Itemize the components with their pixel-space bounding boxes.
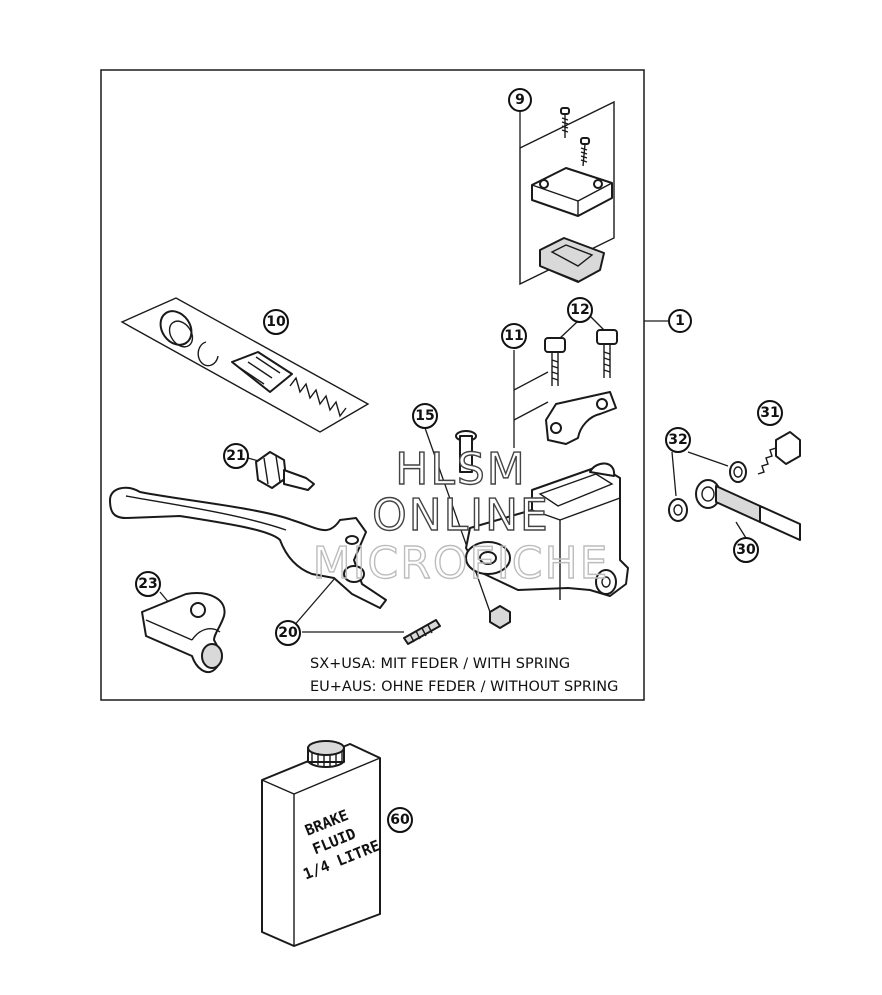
callout-15[interactable]: 15 xyxy=(412,403,438,429)
brake-lever xyxy=(109,486,387,609)
clamp-bolt-2 xyxy=(596,329,618,378)
watermark-line-1: HLSM xyxy=(395,444,527,495)
sealing-washer-1 xyxy=(729,461,747,483)
spring-note-line-1: SX+USA: MIT FEDER / WITH SPRING xyxy=(310,656,570,672)
callout-11-label: 11 xyxy=(504,328,523,344)
brake-fluid-can: BRAKE FLUID 1/4 LITRE xyxy=(261,740,383,947)
piston-kit-group xyxy=(120,297,370,433)
watermark-line-2: ONLINE xyxy=(372,490,550,541)
pivot-bolt-group xyxy=(424,427,511,629)
callout-9[interactable]: 9 xyxy=(508,88,532,112)
adjuster-group xyxy=(247,451,315,491)
handlebar-clamp xyxy=(545,391,617,445)
callout-12[interactable]: 12 xyxy=(567,297,593,323)
lever-cover xyxy=(141,592,226,674)
callout-15-label: 15 xyxy=(415,408,434,424)
callout-11[interactable]: 11 xyxy=(501,323,527,349)
cover-screw-1 xyxy=(560,107,570,138)
callout-10[interactable]: 10 xyxy=(263,309,289,335)
callout-31[interactable]: 31 xyxy=(757,400,783,426)
callout-12-label: 12 xyxy=(570,302,589,318)
brake-lever-group xyxy=(109,486,441,645)
callout-23-label: 23 xyxy=(138,576,157,592)
reservoir-cover xyxy=(531,167,613,217)
banjo-bolt xyxy=(757,431,801,475)
piston xyxy=(231,351,293,393)
banjo-line-group xyxy=(668,431,801,541)
callout-1[interactable]: 1 xyxy=(668,309,692,333)
callout-10-label: 10 xyxy=(266,314,286,330)
pivot-bolt xyxy=(455,430,477,473)
callout-20-label: 20 xyxy=(278,625,298,641)
callout-1-label: 1 xyxy=(675,313,685,329)
piston-spring xyxy=(289,376,347,418)
callout-32-label: 32 xyxy=(668,432,687,448)
watermark-line-3: MICROFICHE xyxy=(313,538,610,589)
watermark: HLSM ONLINE MICROFICHE xyxy=(312,443,610,589)
reservoir-diaphragm xyxy=(539,237,605,283)
callout-60[interactable]: 60 xyxy=(387,807,413,833)
callout-32[interactable]: 32 xyxy=(665,427,691,453)
assembly-frame xyxy=(100,69,645,701)
callout-30-label: 30 xyxy=(736,542,756,558)
adjuster-knob xyxy=(255,451,315,491)
reservoir-cover-group xyxy=(519,100,615,286)
spring-note-line-2: EU+AUS: OHNE FEDER / WITHOUT SPRING xyxy=(310,679,618,695)
callout-9-label: 9 xyxy=(515,92,525,108)
cover-screw-2 xyxy=(580,137,590,167)
lever-spring xyxy=(403,619,441,645)
piston-cup xyxy=(159,310,194,348)
pivot-nut xyxy=(489,605,511,629)
callout-30[interactable]: 30 xyxy=(733,537,759,563)
clamp-group xyxy=(513,315,618,448)
callout-60-label: 60 xyxy=(390,812,410,828)
circlip xyxy=(197,341,219,367)
lever-cover-group xyxy=(141,591,226,674)
callout-21-label: 21 xyxy=(226,448,245,464)
callout-23[interactable]: 23 xyxy=(135,571,161,597)
callout-21[interactable]: 21 xyxy=(223,443,249,469)
sealing-washer-2 xyxy=(668,498,688,522)
brake-line xyxy=(695,479,801,541)
callout-20[interactable]: 20 xyxy=(275,620,301,646)
clamp-bolt-1 xyxy=(544,337,566,386)
callout-31-label: 31 xyxy=(760,405,779,421)
master-cylinder-body xyxy=(465,462,629,600)
